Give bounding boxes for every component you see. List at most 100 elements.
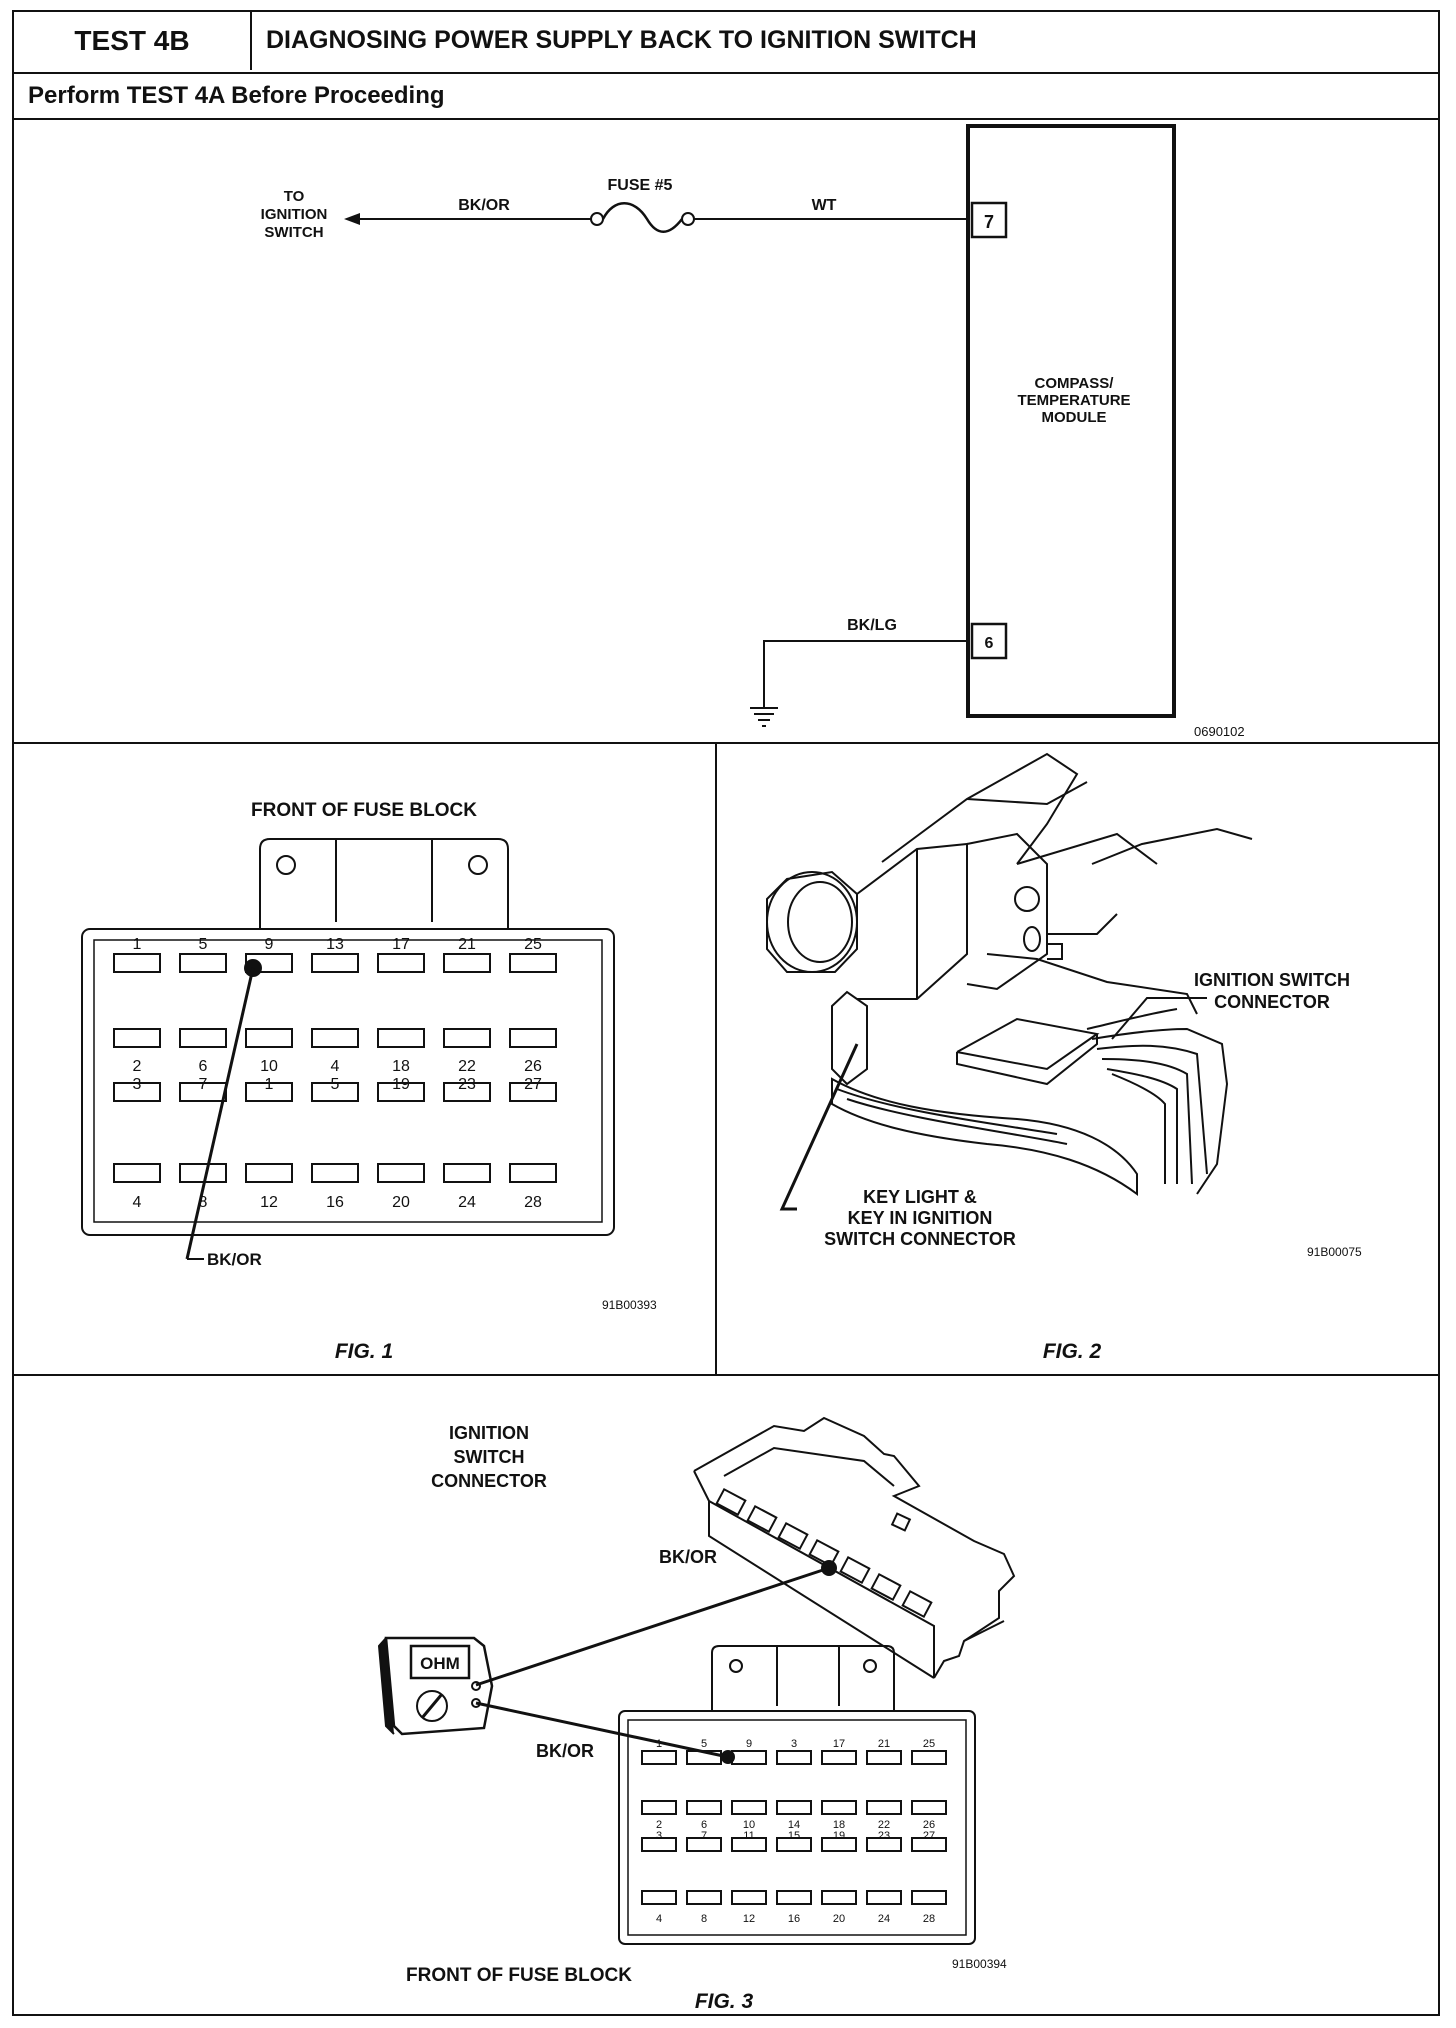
fuse-number-label: 18 — [392, 1058, 410, 1075]
fuse-number-label: 6 — [199, 1058, 208, 1075]
to-switch-label-2: IGNITION — [261, 206, 328, 223]
mount-hole-right — [468, 855, 488, 875]
pin-6-box — [970, 622, 1008, 660]
fig3-connector-label-1: IGNITION — [449, 1423, 529, 1443]
fuse-slot — [377, 953, 425, 973]
fig2-code: 91B00075 — [1307, 1245, 1362, 1259]
fuse-block-body — [81, 928, 615, 1236]
fuse-number-label: 25 — [923, 1738, 935, 1750]
fig3-mount-hole-left — [729, 1659, 743, 1673]
ignition-switch-connector — [693, 1416, 1016, 1679]
fuse-slot — [311, 953, 359, 973]
pin-6-label: 6 — [985, 635, 994, 652]
fuse-number-label: 9 — [265, 936, 274, 953]
fuse-slot — [731, 1890, 767, 1905]
wire-bk-or-label: BK/OR — [458, 197, 510, 214]
fuse-number-label: 14 — [788, 1819, 800, 1831]
fuse-slot — [821, 1837, 857, 1852]
fuse-slot — [911, 1837, 947, 1852]
fuse-slot — [641, 1890, 677, 1905]
fuse-number-label: 15 — [788, 1830, 800, 1842]
fig3-wire-lower-label: BK/OR — [536, 1741, 594, 1761]
fuse-slot — [641, 1837, 677, 1852]
fuse-slot — [443, 1028, 491, 1048]
fuse-number-label: 3 — [133, 1076, 142, 1093]
ohm-meter-display: OHM — [420, 1654, 460, 1673]
fig2-caption: FIG. 2 — [1043, 1340, 1102, 1363]
page: TEST 4B DIAGNOSING POWER SUPPLY BACK TO … — [12, 10, 1440, 2016]
fuse-number-label: 1 — [265, 1076, 274, 1093]
fuse-terminal-right — [681, 212, 695, 226]
fuse-number-label: 26 — [923, 1819, 935, 1831]
fig3-fuse-block-body — [618, 1710, 976, 1945]
module-label-3: MODULE — [1042, 409, 1107, 426]
fuse-number-label: 2 — [133, 1058, 142, 1075]
connector-cavity — [777, 1521, 809, 1551]
fuse-slot — [113, 1082, 161, 1102]
module-label-1: COMPASS/ — [1035, 375, 1115, 392]
fuse-slot — [821, 1750, 857, 1765]
fig2-panel: IGNITION SWITCH CONNECTOR KEY LIGHT & KE… — [717, 744, 1438, 1376]
fuse-number-label: 2 — [656, 1819, 662, 1831]
fig1-title: FRONT OF FUSE BLOCK — [251, 800, 477, 821]
fuse-number-label: 1 — [133, 936, 142, 953]
fig3-panel: IGNITION SWITCH CONNECTOR BK/OR OHM — [14, 1376, 1438, 2014]
fuse-number-label: 28 — [524, 1194, 542, 1211]
fuse-slot — [821, 1890, 857, 1905]
ohmmeter: OHM — [377, 1636, 494, 1736]
fuse-slot — [443, 1163, 491, 1183]
fuse-number-label: 12 — [743, 1913, 755, 1925]
subheader-text: Perform TEST 4A Before Proceeding — [28, 82, 445, 109]
fuse-slot — [311, 1028, 359, 1048]
fuse-number-label: 23 — [878, 1830, 890, 1842]
fuse-number-label: 20 — [833, 1913, 845, 1925]
to-switch-label-3: SWITCH — [264, 224, 323, 241]
fuse-slot — [731, 1800, 767, 1815]
fuse-terminal-left — [590, 212, 604, 226]
fuse-label: FUSE #5 — [608, 177, 673, 194]
fuse-number-label: 3 — [656, 1830, 662, 1842]
fuse-slot — [911, 1750, 947, 1765]
fuse-icon — [601, 202, 683, 233]
connector-cavity — [715, 1487, 747, 1517]
fuse-number-label: 4 — [331, 1058, 340, 1075]
fuse-slot — [179, 1163, 227, 1183]
fig2-connector-label-2: CONNECTOR — [1214, 992, 1330, 1012]
fuse-slot — [776, 1837, 812, 1852]
header: TEST 4B DIAGNOSING POWER SUPPLY BACK TO … — [14, 12, 1438, 74]
fuse-slot — [821, 1800, 857, 1815]
fuse-slot — [179, 1028, 227, 1048]
fuse-slot — [866, 1800, 902, 1815]
fig2-key-label-3: SWITCH CONNECTOR — [824, 1229, 1016, 1249]
fuse-slot — [866, 1837, 902, 1852]
fuse-slot — [686, 1837, 722, 1852]
compass-temperature-module — [966, 124, 1176, 718]
fuse-slot — [731, 1750, 767, 1765]
fuse-slot — [509, 953, 557, 973]
connector-cavity — [870, 1572, 902, 1602]
fuse-slot — [866, 1750, 902, 1765]
fig2-key-label-1: KEY LIGHT & — [863, 1187, 977, 1207]
fuse-number-label: 4 — [133, 1194, 142, 1211]
arrow-left-icon — [344, 213, 360, 225]
fuse-slot — [509, 1082, 557, 1102]
fig3-connector-label-2: SWITCH — [454, 1447, 525, 1467]
fuse-slot — [113, 1163, 161, 1183]
fuse-number-label: 17 — [392, 936, 410, 953]
connector-cavity — [839, 1555, 871, 1585]
fuse-number-label: 5 — [701, 1738, 707, 1750]
fuse-slot — [245, 1082, 293, 1102]
pin-7-label: 7 — [984, 212, 994, 232]
fig3-caption: FIG. 3 — [695, 1990, 754, 2013]
fig3-code: 91B00394 — [952, 1957, 1007, 1971]
fuse-number-label: 19 — [833, 1830, 845, 1842]
fuse-slot — [776, 1800, 812, 1815]
fuse-number-label: 13 — [326, 936, 344, 953]
fig1-code: 91B00393 — [602, 1298, 657, 1312]
fuse-slot — [377, 1163, 425, 1183]
fuse-number-label: 17 — [833, 1738, 845, 1750]
fig1-wire-label: BK/OR — [207, 1250, 262, 1269]
